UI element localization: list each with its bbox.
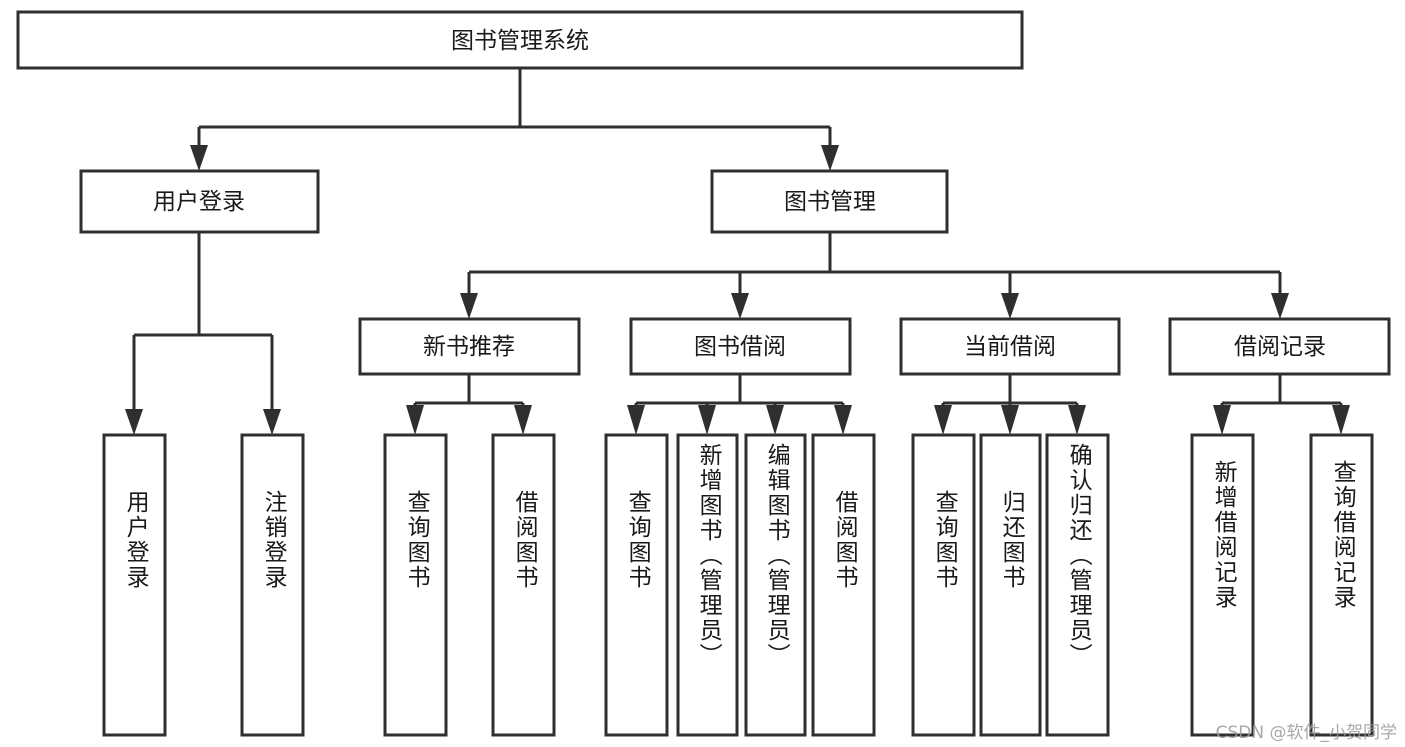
node-borrow-record-box[interactable] <box>1168 317 1391 376</box>
leaf-box-user-login-2[interactable] <box>240 433 305 737</box>
leaf-group-borrow-record <box>1190 433 1374 737</box>
leaf-box-user-login-1[interactable] <box>102 433 167 737</box>
node-book-borrow-label: 图书借阅 <box>694 334 786 360</box>
arrow-borrow-record-leaf2 <box>1332 405 1350 435</box>
node-book-manage-box[interactable] <box>710 169 949 234</box>
node-book-manage-label: 图书管理 <box>784 189 876 215</box>
node-new-book-recommend-label: 新书推荐 <box>423 334 515 360</box>
arrow-borrow-record-leaf1 <box>1213 405 1231 435</box>
node-root-system-box[interactable] <box>16 10 1024 70</box>
arrow-current-borrow-leaf1 <box>934 405 952 435</box>
leaf-box-current-borrow-3[interactable] <box>1045 433 1110 737</box>
leaf-box-book-borrow-3[interactable] <box>744 433 807 737</box>
arrow-book-borrow-leaf4 <box>834 405 852 435</box>
connector-group-user-login-to-leaves <box>125 232 281 435</box>
node-user-login-box[interactable] <box>79 169 320 234</box>
arrow-to-borrow-record <box>1271 293 1289 319</box>
arrow-user-login-leaf1 <box>125 409 143 435</box>
leaf-group-book-borrow <box>604 433 876 737</box>
arrow-current-borrow-leaf3 <box>1068 405 1086 435</box>
connector-group-new-book-to-leaves <box>406 374 532 435</box>
leaf-group-user-login <box>102 433 305 737</box>
leaf-box-book-borrow-1[interactable] <box>604 433 669 737</box>
node-borrow-record[interactable]: 借阅记录 <box>1168 317 1391 376</box>
arrow-new-book-leaf1 <box>406 405 424 435</box>
leaf-box-new-book-2[interactable] <box>491 433 556 737</box>
node-new-book-recommend[interactable]: 新书推荐 <box>358 317 581 376</box>
node-book-manage[interactable]: 图书管理 <box>710 169 949 234</box>
node-user-login[interactable]: 用户登录 <box>79 169 320 234</box>
arrow-to-book-borrow <box>731 293 749 319</box>
arrow-book-borrow-leaf1 <box>627 405 645 435</box>
leaf-box-borrow-record-2[interactable] <box>1309 433 1374 737</box>
arrow-current-borrow-leaf2 <box>1001 405 1019 435</box>
connector-group-root-to-level2 <box>190 68 839 171</box>
node-book-borrow-box[interactable] <box>629 317 852 376</box>
connector-group-book-borrow-to-leaves <box>627 374 852 435</box>
connector-group-book-manage-to-level3 <box>460 232 1289 319</box>
leaf-box-book-borrow-2[interactable] <box>676 433 739 737</box>
arrow-to-current-borrow <box>1001 293 1019 319</box>
leaf-group-current-borrow <box>911 433 1110 737</box>
leaf-box-current-borrow-2[interactable] <box>979 433 1042 737</box>
arrow-to-user-login <box>190 145 208 171</box>
node-book-borrow[interactable]: 图书借阅 <box>629 317 852 376</box>
node-user-login-label: 用户登录 <box>153 189 245 215</box>
leaf-group-new-book-recommend <box>383 433 556 737</box>
arrow-new-book-leaf2 <box>514 405 532 435</box>
node-current-borrow-box[interactable] <box>899 317 1121 376</box>
node-current-borrow-label: 当前借阅 <box>964 334 1056 360</box>
arrow-to-new-book <box>460 293 478 319</box>
leaf-box-current-borrow-1[interactable] <box>911 433 976 737</box>
node-new-book-recommend-box[interactable] <box>358 317 581 376</box>
arrow-book-borrow-leaf2 <box>698 405 716 435</box>
connector-group-borrow-record-to-leaves <box>1213 374 1350 435</box>
node-root-system-label: 图书管理系统 <box>451 28 589 54</box>
leaf-box-book-borrow-4[interactable] <box>811 433 876 737</box>
leaf-box-new-book-1[interactable] <box>383 433 448 737</box>
node-borrow-record-label: 借阅记录 <box>1234 334 1326 360</box>
arrow-to-book-manage <box>821 145 839 171</box>
connector-group-current-borrow-to-leaves <box>934 374 1086 435</box>
leaf-box-borrow-record-1[interactable] <box>1190 433 1255 737</box>
node-root-system[interactable]: 图书管理系统 <box>16 10 1024 70</box>
node-current-borrow[interactable]: 当前借阅 <box>899 317 1121 376</box>
arrow-book-borrow-leaf3 <box>766 405 784 435</box>
arrow-user-login-leaf2 <box>263 409 281 435</box>
